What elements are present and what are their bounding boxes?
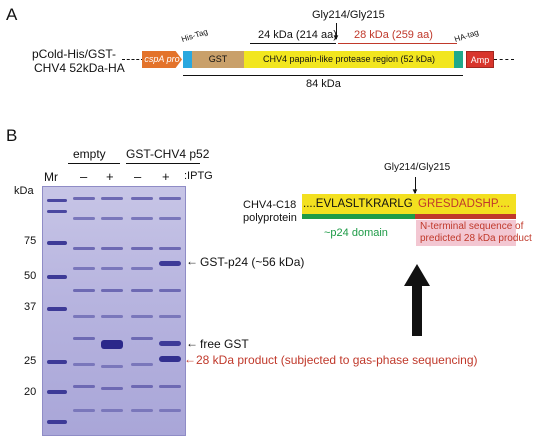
cleavage-arrow (336, 23, 337, 39)
annotation-28kda-product: 28 kDa product (subjected to gas-phase s… (196, 353, 478, 367)
cspa-promoter-segment: cspA pro (142, 51, 182, 68)
lane-sign-3: – (134, 169, 142, 184)
lane-sign-4: + (162, 169, 170, 184)
header-empty: empty (73, 147, 106, 161)
panel-a-label: A (6, 5, 18, 24)
protease-segment: CHV4 papain-like protease region (52 kDa… (244, 51, 454, 68)
nterm-highlight (416, 220, 516, 246)
header-gst-underline (126, 163, 200, 164)
lane-sign-1: – (80, 169, 88, 184)
sequence-cleavage-arrow (415, 177, 416, 193)
polyprotein-label-line1: CHV4-C18 (243, 199, 297, 211)
cspa-promoter-label: cspA pro (144, 54, 180, 64)
sequence-cleavage-site: Gly214/Gly215 (384, 162, 451, 173)
cleavage-arrow-head: ▼ (332, 33, 340, 42)
ha-tag-segment (454, 51, 463, 68)
gst-label: GST (208, 54, 228, 64)
total-size-bracket (183, 75, 463, 76)
p24-domain-label: ~p24 domain (324, 227, 388, 239)
marker-75: 75 (24, 235, 37, 247)
amp-label: Amp (470, 55, 490, 65)
big-up-arrow (404, 264, 430, 336)
gel-lane-gst-plus (157, 187, 183, 435)
marker-lane-label: Mr (44, 170, 58, 184)
arrow-gst-p24: ← (186, 254, 198, 268)
nterm-label-line2: predicted 28 kDa product (420, 233, 532, 244)
iptg-label: :IPTG (184, 170, 213, 182)
gel-lane-marker (45, 187, 69, 435)
gst-segment: GST (192, 51, 244, 68)
header-empty-underline (68, 163, 120, 164)
sequence-left-residues: ....EVLASLTKRARLG (303, 198, 413, 210)
polyprotein-label-line2: polyprotein (243, 212, 297, 224)
protease-label: CHV4 papain-like protease region (52 kDa… (262, 54, 436, 64)
gel-lane-empty-minus (71, 187, 97, 435)
marker-37: 37 (24, 301, 37, 313)
sequence-box (302, 194, 516, 214)
marker-25: 25 (24, 355, 37, 367)
sequence-cleavage-arrow-head: ▼ (411, 187, 419, 196)
panel-b-label: B (6, 126, 18, 145)
plasmid-backbone-left (122, 59, 144, 60)
sequence-right-residues: GRESDADSHP.... (418, 198, 510, 210)
cleavage-site-label: Gly214/Gly215 (312, 9, 385, 21)
total-size-label: 84 kDa (306, 78, 341, 90)
p24-domain-bar (302, 214, 415, 219)
left-product-bracket (250, 43, 336, 44)
amp-segment: Amp (466, 51, 494, 68)
left-product-size: 24 kDa (214 aa) (258, 29, 337, 41)
nterm-label-line1: N-terminal sequence of (420, 221, 524, 232)
gel-lane-gst-minus (129, 187, 155, 435)
marker-50: 50 (24, 270, 37, 282)
kda-label: kDa (14, 185, 34, 197)
his-tag-label: His-Tag (180, 27, 209, 44)
ha-tag-label: HA-tag (453, 27, 480, 44)
sds-page-gel (42, 186, 186, 436)
right-product-bracket (338, 43, 457, 44)
plasmid-backbone-right (494, 59, 514, 60)
header-gst-chv4: GST-CHV4 p52 (126, 147, 210, 161)
p28-product-bar (415, 214, 516, 219)
construct-name-line1: pCold-His/GST- (32, 47, 117, 61)
construct-name-line2: CHV4 52kDa-HA (34, 61, 125, 75)
right-product-size: 28 kDa (259 aa) (354, 29, 433, 41)
annotation-gst-p24: GST-p24 (~56 kDa) (200, 255, 305, 269)
arrow-28kda: ← (184, 352, 196, 366)
lane-sign-2: + (106, 169, 114, 184)
gel-lane-empty-plus (99, 187, 125, 435)
arrow-free-gst: ← (186, 336, 198, 350)
his-tag-segment (183, 51, 192, 68)
marker-20: 20 (24, 386, 37, 398)
annotation-free-gst: free GST (200, 337, 249, 351)
